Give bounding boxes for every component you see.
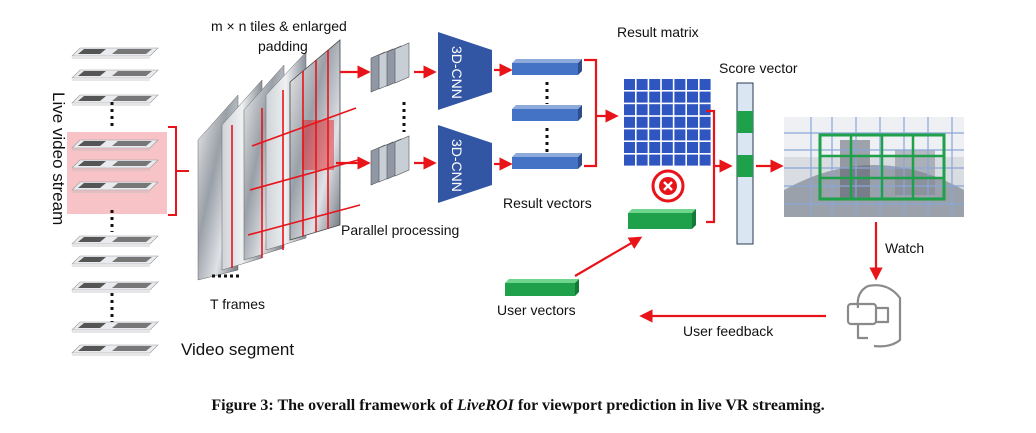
watch-label: Watch	[885, 240, 925, 256]
t-frames-stack	[197, 39, 361, 281]
user-feedback-label: User feedback	[683, 323, 774, 339]
result-vector-bar	[512, 105, 582, 121]
figure-caption: Figure 3: The overall framework of LiveR…	[0, 397, 1036, 415]
result-matrix	[624, 79, 711, 166]
vectors-bracket	[584, 58, 616, 168]
caption-suffix: for viewport prediction in live VR strea…	[513, 397, 825, 414]
user-vectors-box	[505, 279, 579, 296]
result-vectors	[512, 59, 582, 169]
tile-stack-top	[370, 42, 410, 93]
stream-frame-thumbnail	[71, 159, 159, 171]
tile-stack-bottom	[370, 135, 410, 186]
stream-frame-thumbnail	[71, 321, 159, 333]
stream-frame-thumbnail	[71, 344, 159, 356]
stream-frame-thumbnail	[71, 47, 159, 59]
stream-frame-thumbnail	[71, 69, 159, 81]
vr-headset-icon	[846, 284, 902, 348]
result-matrix-label: Result matrix	[617, 24, 699, 40]
cnn-label-bottom: 3D-CNN	[449, 138, 465, 192]
parallel-processing-label: Parallel processing	[341, 222, 460, 238]
tiles-label-line2: padding	[258, 38, 308, 54]
close-circle-icon	[651, 169, 685, 203]
caption-emphasis: LiveROI	[456, 397, 514, 414]
result-vectors-label: Result vectors	[503, 195, 592, 211]
live-video-stream-label: Live video stream	[49, 92, 68, 226]
t-frames-label: T frames	[210, 296, 265, 312]
score-bracket	[706, 109, 730, 224]
cnn-block-bottom	[438, 125, 492, 203]
score-vector-label: Score vector	[719, 60, 798, 76]
stream-frame-thumbnail	[71, 255, 159, 267]
tiles-label-line1: m × n tiles & enlarged	[211, 18, 347, 34]
cnn-label-top: 3D-CNN	[449, 45, 465, 99]
stream-frame-thumbnail	[71, 139, 159, 151]
score-vector	[736, 82, 754, 245]
result-vector-bar	[512, 59, 582, 75]
user-vector-box	[628, 209, 696, 229]
cnn-block-top	[438, 32, 492, 110]
viewport-panorama	[784, 117, 964, 217]
user-vectors-label: User vectors	[497, 302, 576, 318]
caption-prefix: Figure 3: The overall framework of	[211, 397, 457, 414]
stream-frame-thumbnail	[71, 281, 159, 293]
enlarged-tile	[302, 120, 334, 170]
live-video-stream	[67, 47, 167, 356]
user-vectors-arrow	[574, 236, 643, 277]
stream-frame-thumbnail	[71, 181, 159, 193]
video-segment-label: Video segment	[181, 340, 295, 359]
stream-frame-thumbnail	[71, 94, 159, 106]
segment-bracket	[168, 126, 189, 216]
stream-frame-thumbnail	[71, 235, 159, 247]
result-vector-bar	[512, 153, 582, 169]
